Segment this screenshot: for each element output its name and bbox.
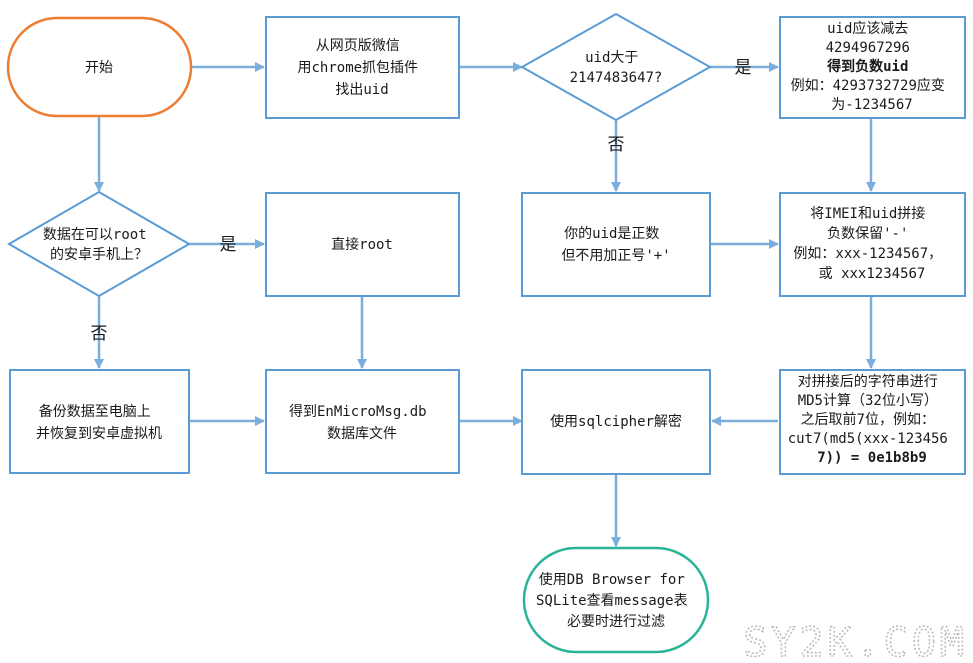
svg-text:从网页版微信 用chrome抓包插件: 从网页版微信 用chrome抓包插件 找出uid (297, 38, 426, 98)
edge-label-no-uid: 否 (608, 135, 625, 155)
node-wechat-uid: 从网页版微信 用chrome抓包插件 找出uid (265, 16, 460, 119)
svg-text:对拼接后的字符串进行 MD5计算（32位小写）: 对拼接后的字符串进行 MD5计算（32位小写） 之后取前7位，例如： cut7(… (788, 373, 957, 466)
edge-label-no-root: 否 (91, 324, 108, 344)
node-db-file: 得到EnMicroMsg.db 数据库文件 (265, 369, 460, 474)
svg-text:uid应该减去 4294967296: uid应该减去 4294967296 得到负数uid 例如：4293732729… (791, 20, 954, 113)
node-concat: 将IMEI和uid拼接 负数保留'-' 例如：xxx-1234567， 或 xx… (779, 192, 966, 297)
node-direct-root: 直接root (265, 192, 460, 297)
svg-text:你的uid是正数 但不用加正号'+': 你的uid是正数 但不用加正号'+' (561, 226, 670, 264)
svg-text:数据在可以root 的安卓手机上？: 数据在可以root 的安卓手机上？ (43, 227, 155, 263)
node-subtract: uid应该减去 4294967296 得到负数uid 例如：4293732729… (779, 16, 966, 119)
node-start: 开始 (6, 16, 193, 118)
svg-text:直接root: 直接root (331, 236, 393, 253)
svg-text:uid大于 2147483647?: uid大于 2147483647? (570, 50, 663, 86)
edge-label-yes-root: 是 (220, 235, 237, 255)
watermark: SY2K.COM (743, 620, 968, 663)
svg-text:得到EnMicroMsg.db 数据库文件: 得到EnMicroMsg.db 数据库文件 (289, 403, 435, 442)
svg-text:使用sqlcipher解密: 使用sqlcipher解密 (550, 413, 682, 430)
node-uid-check: uid大于 2147483647? (519, 12, 713, 122)
svg-text:备份数据至电脑上 并恢复到安卓虚拟机: 备份数据至电脑上 并恢复到安卓虚拟机 (36, 403, 162, 442)
svg-text:使用DB Browser for SQLite查: 使用DB Browser for SQLite查看message表 必要时进行过… (536, 571, 696, 630)
node-backup: 备份数据至电脑上 并恢复到安卓虚拟机 (9, 369, 190, 474)
node-md5: 对拼接后的字符串进行 MD5计算（32位小写） 之后取前7位，例如： cut7(… (779, 369, 966, 475)
edge-label-yes-uid: 是 (735, 58, 752, 78)
node-end: 使用DB Browser for SQLite查看message表 必要时进行过… (522, 546, 710, 654)
svg-text:开始: 开始 (85, 60, 113, 76)
edges (94, 62, 876, 547)
svg-text:将IMEI和uid拼接 负数保留'-': 将IMEI和uid拼接 负数保留'-' 例如：xxx-1234567， 或 xx… (793, 205, 950, 282)
node-root-check: 数据在可以root 的安卓手机上？ (7, 190, 191, 298)
node-positive-uid: 你的uid是正数 但不用加正号'+' (521, 192, 711, 297)
node-decrypt: 使用sqlcipher解密 (521, 369, 711, 475)
